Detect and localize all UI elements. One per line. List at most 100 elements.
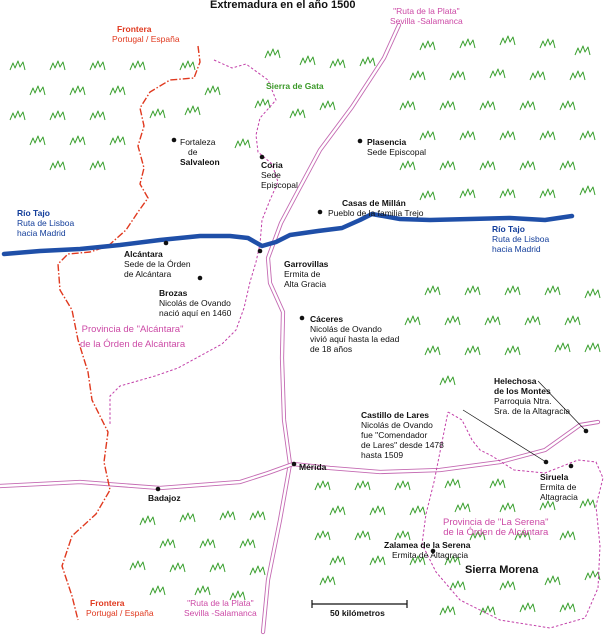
mountain-tuft-icon xyxy=(584,288,601,299)
mountain-tuft-icon xyxy=(404,315,421,326)
town-dots xyxy=(155,137,589,554)
mountain-tuft-icon xyxy=(234,138,251,149)
mountain-tuft-icon xyxy=(564,315,581,326)
mountain-tuft-icon xyxy=(439,375,456,386)
label-ruta-plata-south: "Ruta de la Plata" Sevilla -Salamanca xyxy=(184,598,257,618)
town-dot-icon xyxy=(583,428,589,434)
mountain-tuft-icon xyxy=(539,188,556,199)
mountain-tuft-icon xyxy=(359,56,376,67)
rio-tajo xyxy=(1,211,575,257)
mountain-tuft-icon xyxy=(439,160,456,171)
label-provincia-la-serena: Provincia de "La Serena" de la Órden de … xyxy=(443,517,549,538)
label-casas-de-millan: Casas de Millán Pueblo de la familia Tre… xyxy=(328,198,424,218)
label-ruta-plata-north: "Ruta de la Plata" Sevilla -Salamanca xyxy=(390,6,463,26)
town-dot-icon xyxy=(357,138,363,144)
mountain-tuft-icon xyxy=(544,575,561,586)
mountain-tuft-icon xyxy=(409,555,426,566)
mountain-tuft-icon xyxy=(544,285,561,296)
town-dot-icon xyxy=(430,548,436,554)
town-dot-icon xyxy=(568,463,574,469)
mountain-tuft-icon xyxy=(559,530,576,541)
mountain-tuft-icon xyxy=(539,130,556,141)
mountain-tuft-icon xyxy=(329,58,346,69)
mountain-tuft-icon xyxy=(204,85,221,96)
mountain-tuft-icon xyxy=(419,130,436,141)
mountain-tuft-icon xyxy=(289,108,306,119)
town-dot-icon xyxy=(317,209,323,215)
mountain-tuft-icon xyxy=(449,70,466,81)
label-caceres: Cáceres Nicolás de Ovando vivió aquí has… xyxy=(310,314,400,354)
mountain-tuft-icon xyxy=(524,315,541,326)
town-dot-icon xyxy=(259,154,265,160)
mountain-tuft-icon xyxy=(184,105,201,116)
mountain-tuft-icon xyxy=(479,100,496,111)
mountain-tuft-icon xyxy=(409,505,426,516)
mountain-tuft-icon xyxy=(89,160,106,171)
mountain-tuft-icon xyxy=(439,605,456,616)
mountain-tuft-icon xyxy=(504,345,521,356)
mountain-tuft-icon xyxy=(579,498,596,509)
label-helechosa: Helechosa de los Montes Parroquia Ntra. … xyxy=(494,376,571,416)
mountain-tuft-icon xyxy=(559,160,576,171)
mountain-tuft-icon xyxy=(29,135,46,146)
ruta-de-la-plata-road xyxy=(260,22,402,635)
mountain-tuft-icon xyxy=(69,135,86,146)
mountain-tuft-icon xyxy=(419,190,436,201)
mountain-tuft-icon xyxy=(424,285,441,296)
mountain-tuft-icon xyxy=(314,480,331,491)
town-dot-icon xyxy=(291,461,297,467)
label-merida: Mérida xyxy=(299,462,327,472)
label-sierra-de-gata: Sierra de Gata xyxy=(266,81,324,91)
label-castillo-de-lares: Castillo de Lares Nicolás de Ovando fue … xyxy=(361,410,444,460)
mountain-tuft-icon xyxy=(129,560,146,571)
mountain-tuft-icon xyxy=(499,35,516,46)
label-alcantara: Alcántara Sede de la Órden de Alcántara xyxy=(124,249,191,279)
mountain-tuft-icon xyxy=(209,562,226,573)
mountain-tuft-icon xyxy=(499,580,516,591)
leader-lines xyxy=(462,380,587,463)
mountain-tuft-icon xyxy=(249,510,266,521)
label-brozas: Brozas Nicolás de Ovando nació aquí en 1… xyxy=(159,288,232,318)
mountain-tuft-icon xyxy=(179,512,196,523)
mountain-tuft-icon xyxy=(249,565,266,576)
mountain-tuft-icon xyxy=(149,585,166,596)
mountain-tuft-icon xyxy=(369,505,386,516)
mountain-tuft-icon xyxy=(199,538,216,549)
mountain-tuft-icon xyxy=(129,60,146,71)
mountain-tuft-icon xyxy=(139,515,156,526)
mountain-tuft-icon xyxy=(479,605,496,616)
frontera-portugal-espana xyxy=(57,45,201,621)
town-dot-icon xyxy=(171,137,177,143)
mountain-tuft-icon xyxy=(439,100,456,111)
provincia-la-serena-boundary xyxy=(421,411,604,629)
label-garrovillas: Garrovillas Ermita de Alta Gracia xyxy=(284,259,329,289)
label-coria: Coria Sede Episcopal xyxy=(261,160,298,190)
map-title: Extremadura en el año 1500 xyxy=(210,0,356,11)
mountain-tuft-icon xyxy=(569,70,586,81)
mountain-tuft-icon xyxy=(169,562,186,573)
mountain-tuft-icon xyxy=(149,108,166,119)
mountain-tuft-icon xyxy=(159,538,176,549)
merida-road xyxy=(0,419,601,491)
town-dot-icon xyxy=(197,275,203,281)
mountain-tuft-icon xyxy=(459,130,476,141)
mountain-tuft-icon xyxy=(89,60,106,71)
mountain-tuft-icon xyxy=(299,55,316,66)
mountain-tuft-icon xyxy=(499,130,516,141)
mountain-tuft-icon xyxy=(329,555,346,566)
mountain-tuft-icon xyxy=(109,135,126,146)
mountain-tuft-icon xyxy=(499,502,516,513)
mountain-tuft-icon xyxy=(369,555,386,566)
mountain-tuft-icon xyxy=(69,85,86,96)
mountain-tuft-icon xyxy=(219,510,236,521)
mountain-tuft-icon xyxy=(529,70,546,81)
mountain-tuft-icon xyxy=(399,100,416,111)
mountain-tuft-icon xyxy=(489,68,506,79)
mountain-tuft-icon xyxy=(264,48,281,59)
label-rio-tajo-east: Río Tajo Ruta de Lisboa hacia Madrid xyxy=(492,224,550,254)
mountain-tuft-icon xyxy=(49,110,66,121)
mountain-tuft-icon xyxy=(559,100,576,111)
mountain-tuft-icon xyxy=(179,60,196,71)
mountain-tuft-icon xyxy=(489,478,506,489)
